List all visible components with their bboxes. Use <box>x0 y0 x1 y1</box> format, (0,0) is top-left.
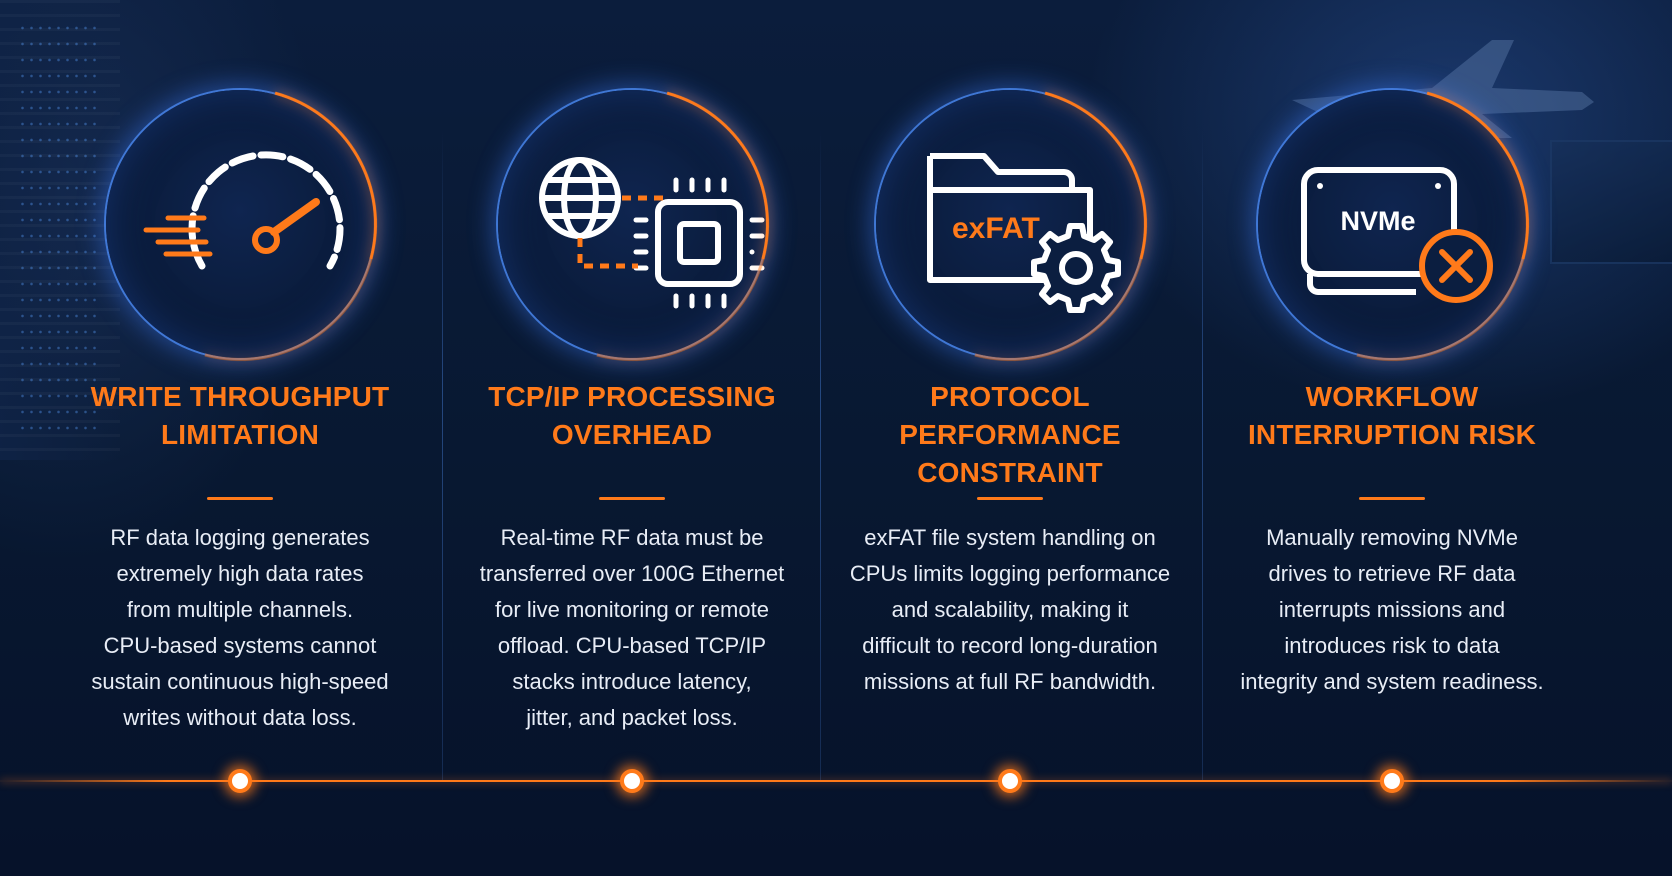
title-underline <box>1359 497 1425 500</box>
drive-label: NVMe <box>1340 206 1415 236</box>
drive-error-icon: NVMe <box>1301 167 1493 303</box>
rack-lights <box>18 20 98 440</box>
icon-circle: NVMe <box>1258 90 1526 358</box>
column-divider <box>442 130 443 780</box>
title-underline <box>599 497 665 500</box>
icon-circle <box>106 90 374 358</box>
timeline-node <box>1380 769 1404 793</box>
icon-circle <box>498 90 766 358</box>
timeline-node <box>228 769 252 793</box>
monitor-background <box>1550 140 1672 264</box>
server-rack-background <box>0 0 120 460</box>
folder-gear-icon: exFAT <box>927 153 1121 313</box>
folder-label: exFAT <box>952 212 1040 245</box>
timeline-line <box>0 780 1672 782</box>
column-divider <box>1202 130 1203 780</box>
column-divider <box>820 130 821 780</box>
icon-circle: exFAT <box>876 90 1144 358</box>
title-underline <box>977 497 1043 500</box>
timeline-node <box>998 769 1022 793</box>
timeline-node <box>620 769 644 793</box>
network-chip-icon <box>539 157 765 309</box>
speedometer-icon <box>143 151 344 270</box>
title-underline <box>207 497 273 500</box>
